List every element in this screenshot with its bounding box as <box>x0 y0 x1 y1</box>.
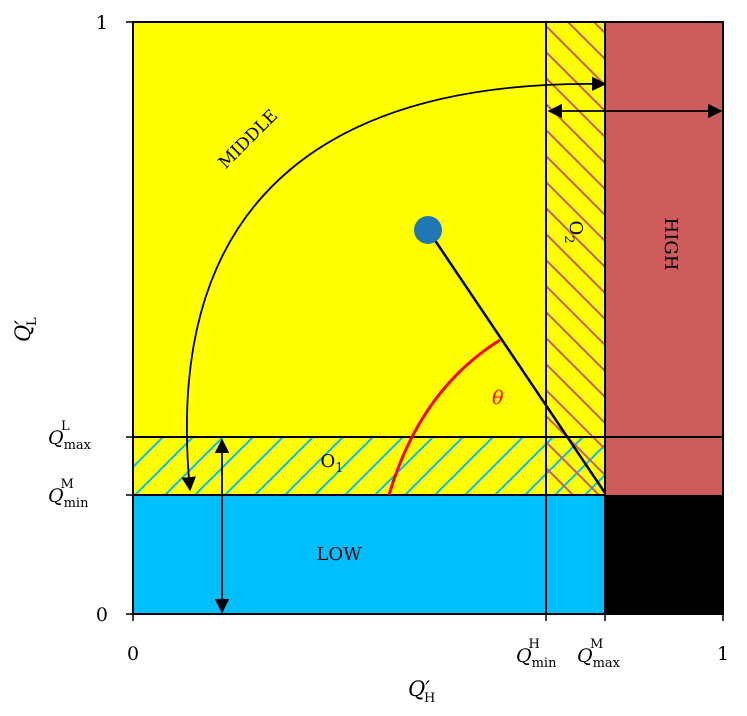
high-region <box>605 22 723 495</box>
high-label: HIGH <box>660 218 681 271</box>
middle-region <box>133 22 605 495</box>
corner-region <box>605 495 723 614</box>
y-tick-qlmax: QmaxL <box>48 419 92 453</box>
y-ticks <box>126 21 133 615</box>
x-tick-0: 0 <box>127 643 139 665</box>
x-tick-1: 1 <box>717 643 729 665</box>
vector-line <box>426 229 607 494</box>
y-tick-qmmin: QminM <box>48 477 89 511</box>
angle-arc <box>387 338 501 496</box>
x-axis-label: Q′H <box>408 677 435 706</box>
y-tick-1: 1 <box>96 12 108 34</box>
x-tick-qhmin: QminH <box>516 637 557 671</box>
state-point <box>414 216 442 244</box>
y-tick-0: 0 <box>96 604 108 626</box>
overlap2-hatch <box>546 22 605 495</box>
x-ticks <box>132 614 724 621</box>
angle-label: θ <box>492 387 504 409</box>
overlap2-label: O2 <box>561 220 586 243</box>
low-label: LOW <box>316 544 362 565</box>
overlap1-hatch <box>133 437 605 495</box>
y-axis-label: Q′L <box>11 317 40 342</box>
curved-arrow <box>181 76 607 492</box>
low-region <box>133 495 605 614</box>
overlap1-label: O1 <box>320 451 343 476</box>
x-tick-qmmax: QmaxM <box>577 637 621 671</box>
plot-frame <box>132 21 724 615</box>
